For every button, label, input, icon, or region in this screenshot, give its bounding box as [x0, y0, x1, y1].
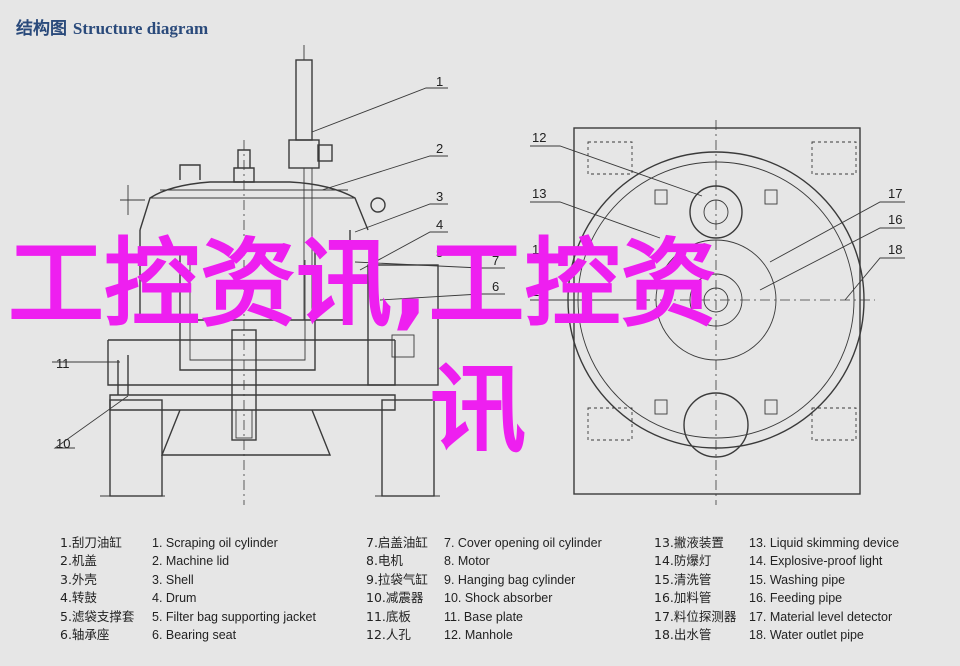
watermark-line-1: 工控资讯,工控资: [8, 228, 717, 340]
callout-6: 6: [492, 279, 499, 294]
structure-diagram: 1 2 3 4 5 7 6 11 10 12 13 14 15 17 16 18: [52, 45, 905, 505]
callout-labels: 1 2 3 4 5 7 6 11 10 12 13 14 15 17 16 18: [56, 74, 902, 451]
callout-16: 16: [888, 212, 902, 227]
watermark-line-2: 讯: [430, 354, 526, 466]
callout-15: 15: [532, 284, 546, 299]
callout-7: 7: [492, 253, 499, 268]
side-view: [100, 45, 440, 505]
callout-14: 14: [532, 242, 546, 257]
leader-lines: [52, 87, 905, 449]
callout-10: 10: [56, 436, 70, 451]
callout-5: 5: [436, 245, 443, 260]
callout-2: 2: [436, 141, 443, 156]
callout-1: 1: [436, 74, 443, 89]
callout-3: 3: [436, 189, 443, 204]
title-en: Structure diagram: [72, 19, 209, 38]
diagram-title: 结构图 Structure diagram: [16, 14, 208, 39]
callout-12: 12: [532, 130, 546, 145]
title-zh: 结构图: [16, 19, 67, 39]
callout-17: 17: [888, 186, 902, 201]
callout-18: 18: [888, 242, 902, 257]
callout-13: 13: [532, 186, 546, 201]
callout-4: 4: [436, 217, 443, 232]
callout-11: 11: [56, 356, 70, 371]
